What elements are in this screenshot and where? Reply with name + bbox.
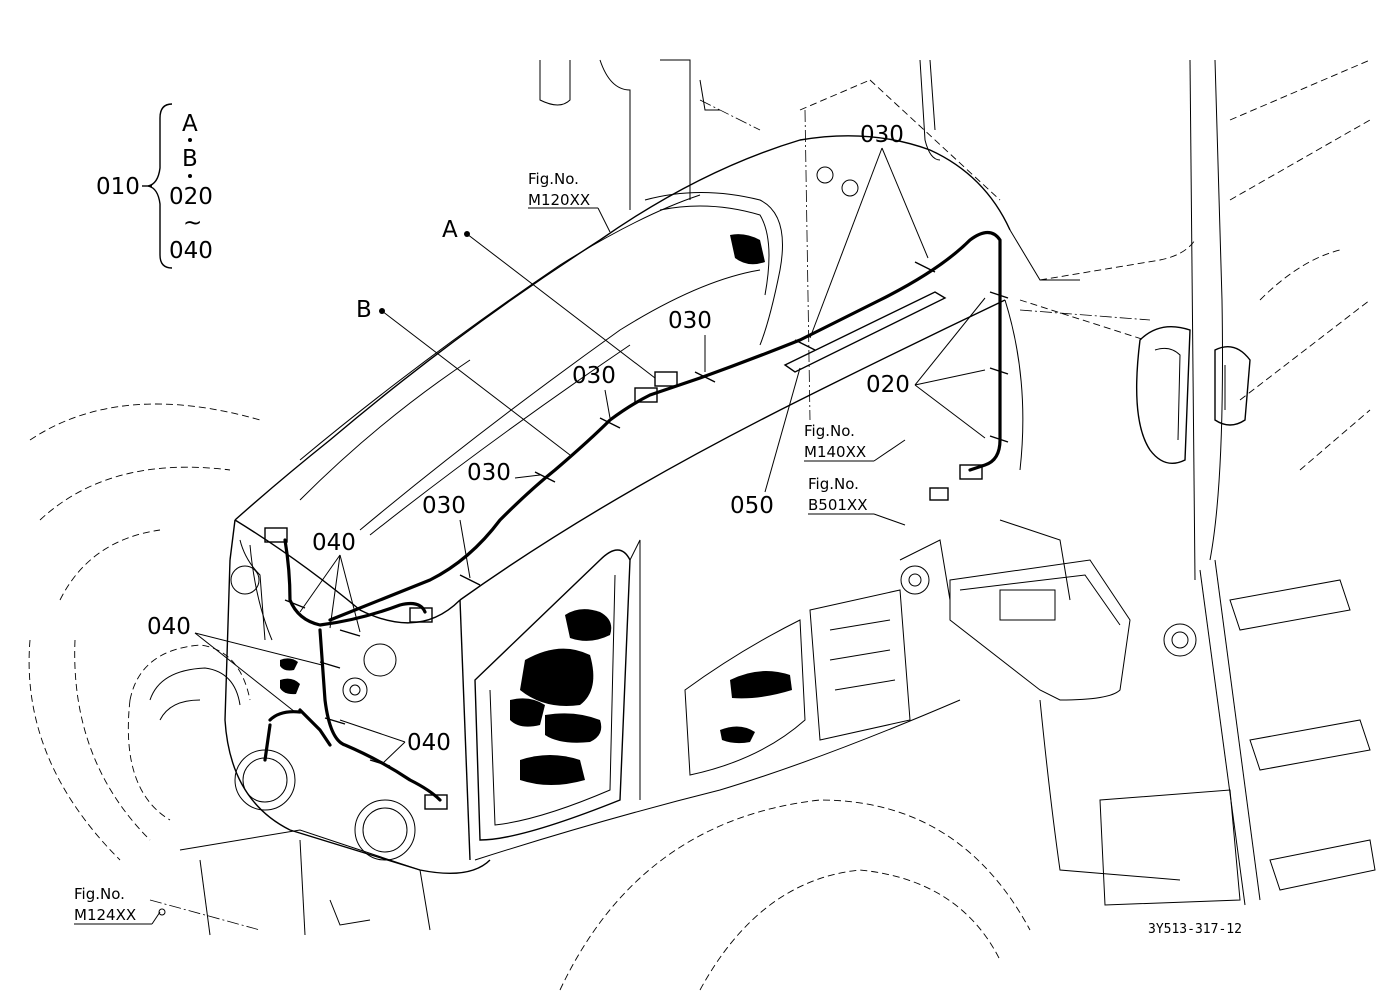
label-010: 010	[96, 174, 140, 200]
label-030-middle: 030	[572, 363, 616, 389]
label-member-020: 020	[169, 184, 213, 210]
tractor-line-art	[28, 59, 1376, 991]
label-member-b: B	[182, 146, 198, 172]
label-030-bottom: 030	[422, 493, 466, 519]
figure-references: Fig.No. M120XX Fig.No. M140XX Fig.No. B5…	[74, 170, 867, 924]
label-range-symbol: ~	[183, 210, 202, 236]
label-040-left: 040	[147, 614, 191, 640]
label-040-lower: 040	[407, 730, 451, 756]
leader-lines	[74, 103, 986, 925]
harness-fittings	[264, 261, 1009, 810]
label-040-upper: 040	[312, 530, 356, 556]
label-030-top: 030	[860, 122, 904, 148]
hatched-areas	[280, 234, 792, 785]
label-020: 020	[866, 372, 910, 398]
callout-labels: 010 A B 020 ~ 040 A B 030 030 030 030 03…	[96, 111, 910, 756]
drawing-code: 3Y513-317-12	[1148, 922, 1242, 937]
fig-ref-m120-caption: Fig.No.	[528, 170, 579, 188]
fig-ref-m140-number: M140XX	[804, 443, 866, 461]
label-range-end-040: 040	[169, 238, 213, 264]
fig-ref-m124-number: M124XX	[74, 906, 136, 924]
label-point-b: B	[356, 297, 372, 323]
label-030-lower: 030	[467, 460, 511, 486]
label-point-a: A	[442, 217, 458, 243]
fig-ref-b501-number: B501XX	[808, 496, 867, 514]
fig-ref-m124-caption: Fig.No.	[74, 885, 125, 903]
fig-ref-b501-caption: Fig.No.	[808, 475, 859, 493]
fig-ref-m140-caption: Fig.No.	[804, 422, 855, 440]
fig-ref-m120-number: M120XX	[528, 191, 590, 209]
wiring-harness	[263, 230, 1002, 802]
label-member-a: A	[182, 111, 198, 137]
label-050: 050	[730, 493, 774, 519]
label-030-upper: 030	[668, 308, 712, 334]
